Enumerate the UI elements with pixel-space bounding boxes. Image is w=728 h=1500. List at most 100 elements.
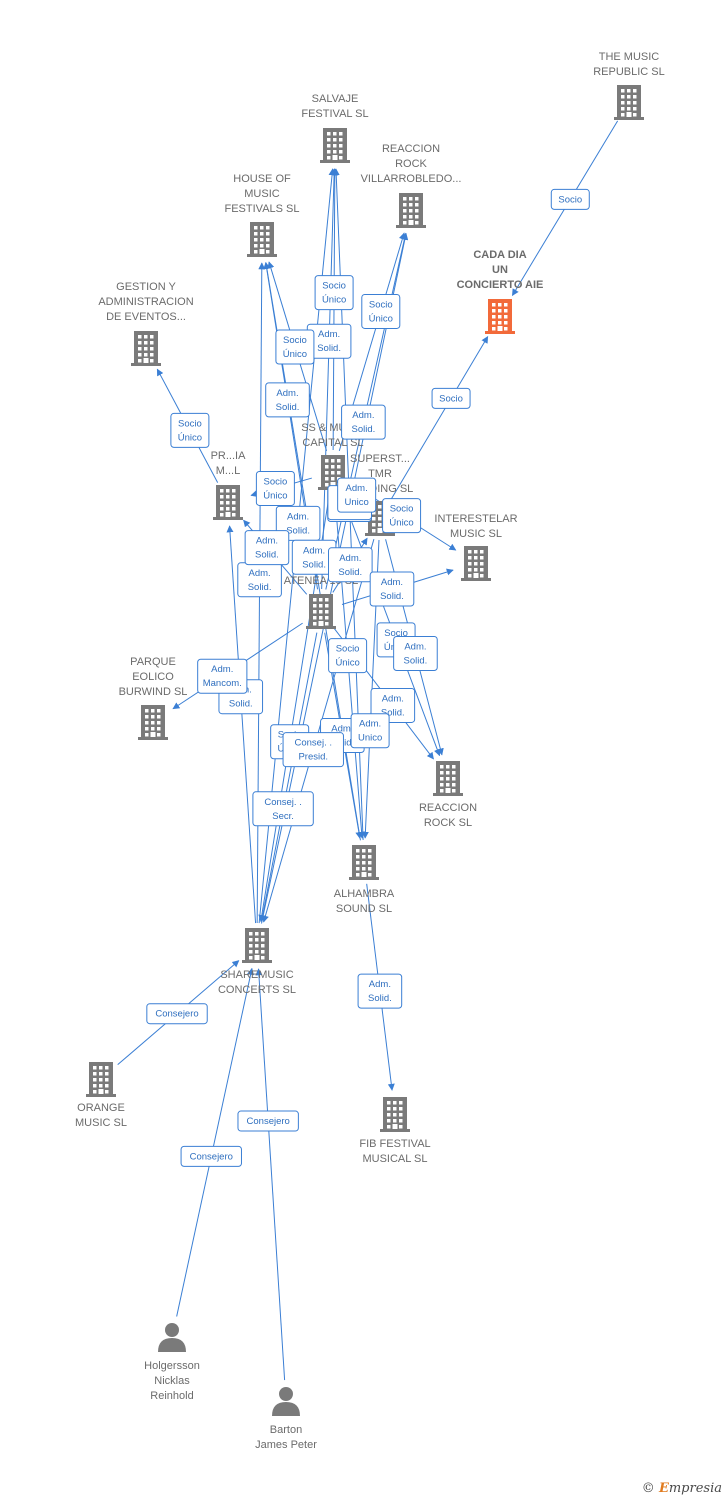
node-label-line: FESTIVAL SL: [301, 108, 368, 120]
building-icon: [138, 705, 168, 740]
edge-label-box: [255, 470, 295, 506]
edge-line-superstar-cada_dia: [390, 336, 489, 500]
building-icon: [485, 299, 515, 334]
edge-label-box: [180, 1145, 242, 1167]
edge-label-atenea-pr_media[interactable]: Adm.Solid.: [244, 530, 290, 566]
node-label-line: Holgersson: [144, 1360, 200, 1372]
edge-label-text: Adm.: [211, 664, 233, 675]
edge-label-atenea-parque[interactable]: Adm.Mancom.: [197, 658, 248, 694]
edge-label-text: Socio: [369, 299, 393, 310]
edge-label-text: Socio: [558, 194, 582, 205]
edge-label-box: [282, 732, 344, 768]
edge-label-box: [341, 404, 386, 440]
building-icon: [320, 128, 350, 163]
edge-label-superstar-alhambra[interactable]: Adm.Unico: [350, 713, 390, 749]
edge-label-holgersson-sharemusic[interactable]: Consejero: [180, 1145, 242, 1167]
edge-line-superstar-sharemusic: [262, 539, 375, 923]
edge-label-barton-sharemusic[interactable]: Consejero: [237, 1110, 299, 1132]
edge-label-text: Adm.: [331, 724, 353, 735]
edge-label-text: Solid.: [380, 591, 404, 602]
edge-label-text: Único: [178, 432, 202, 443]
edge-label-orange-sharemusic[interactable]: Consejero: [146, 1003, 208, 1025]
edge-label-superstar-bass_music[interactable]: Adm.Unico: [337, 477, 377, 513]
edge-label-box: [265, 382, 310, 418]
node-label-line: James Peter: [255, 1439, 317, 1451]
node-label-line: MUSIC SL: [75, 1117, 127, 1129]
edge-label-text: Socio: [264, 476, 288, 487]
edge-label-superstar-sharemusic[interactable]: Consej. .Presid.: [282, 732, 344, 768]
node-atenea[interactable]: ATENEA 10 SL: [284, 575, 358, 629]
edge-label-text: Solid.: [381, 707, 405, 718]
edge-label-text: Solid.: [229, 699, 253, 710]
edge-label-box: [350, 713, 390, 749]
node-music_republic[interactable]: THE MUSIC REPUBLIC SL: [593, 51, 665, 120]
edge-label-text: Adm.: [382, 693, 404, 704]
edge-label-text: Socio: [178, 418, 202, 429]
edge-label-text: Solid.: [255, 550, 279, 561]
edge-label-text: Único: [389, 518, 413, 529]
edge-label-box: [431, 387, 471, 409]
edge-label-text: Adm.: [352, 410, 374, 421]
node-label-line: HOUSE OF: [233, 173, 291, 185]
edge-label-text: Socio: [439, 393, 463, 404]
edge-label-box: [328, 638, 368, 674]
edge-label-text: Adm.: [359, 719, 381, 730]
edge-label-atenea-reaccion_rock_v[interactable]: Adm.Solid.: [341, 404, 386, 440]
copyright-symbol: ©: [641, 1481, 655, 1496]
node-label-line: Barton: [270, 1424, 302, 1436]
edge-label-sharemusic-house_music[interactable]: Adm.Solid.: [237, 562, 282, 598]
edge-label-text: Adm.: [303, 545, 325, 556]
building-icon: [306, 594, 336, 629]
edge-label-atenea-interestelar[interactable]: Adm.Solid.: [369, 571, 415, 607]
node-pr_media[interactable]: PR...IAM...L: [211, 450, 247, 520]
edge-label-text: Solid.: [276, 402, 300, 413]
node-label-line: BURWIND SL: [119, 686, 188, 698]
building-icon: [614, 85, 644, 120]
edge-label-text: Socio: [390, 504, 414, 515]
person-icon: [158, 1323, 186, 1352]
edge-label-atenea-superstar[interactable]: Adm.Solid.: [328, 547, 373, 583]
edge-label-box: [550, 188, 590, 210]
edge-label-text: Solid.: [317, 343, 341, 354]
edge-label-atenea-sharemusic[interactable]: Consej. .Secr.: [252, 791, 314, 827]
edge-label-box: [244, 530, 290, 566]
building-icon: [86, 1062, 116, 1097]
edge-label-atenea-house_music[interactable]: Adm.Solid.: [265, 382, 310, 418]
edge-label-text: Único: [263, 490, 287, 501]
edge-label-superstar-cada_dia[interactable]: Socio: [431, 387, 471, 409]
edge-label-music_republic-cada_dia[interactable]: Socio: [550, 188, 590, 210]
edge-label-text: Consejero: [155, 1009, 198, 1020]
node-label-line: REPUBLIC SL: [593, 66, 665, 78]
edge-label-superstar-reaccion_rock[interactable]: Adm.Solid.: [393, 635, 438, 671]
edge-label-text: Adm.: [369, 979, 391, 990]
edge-label-alhambra-fib[interactable]: Adm.Solid.: [357, 973, 403, 1009]
node-label-line: CONCERTS SL: [218, 984, 296, 996]
brand-footer[interactable]: © Empresia: [642, 1481, 722, 1496]
building-icon: [461, 546, 491, 581]
node-reaccion_rock_v[interactable]: REACCIONROCKVILLARROBLEDO...: [361, 143, 462, 228]
edge-label-text: Único: [369, 313, 393, 324]
node-label-line: THE MUSIC: [599, 51, 660, 63]
